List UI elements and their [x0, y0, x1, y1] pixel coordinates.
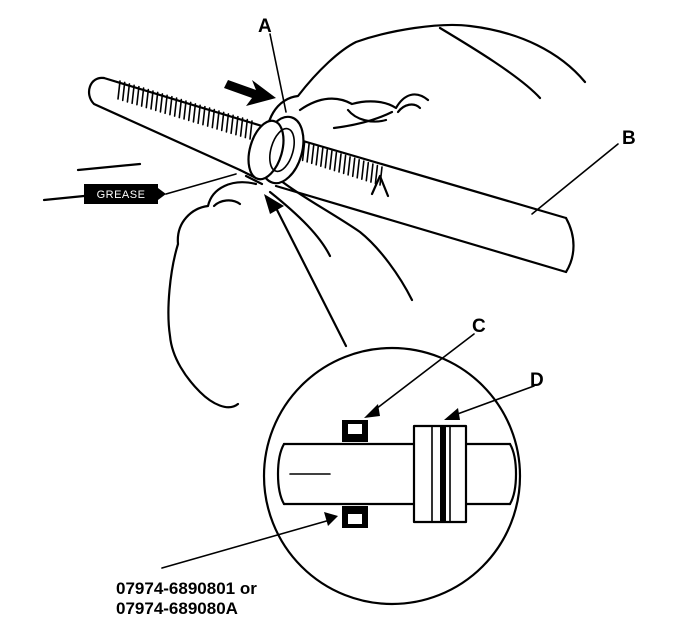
rack-tooth [187, 101, 192, 122]
rack-tooth [150, 90, 154, 110]
rack-tooth [202, 105, 206, 126]
steering-rack [87, 76, 575, 274]
detail-arrow [264, 194, 348, 348]
leader-d [451, 385, 535, 417]
rack-tooth [329, 150, 333, 170]
rack-tooth [164, 94, 168, 115]
rack-tooth [333, 151, 338, 172]
part-number-line-2: 07974-689080A [116, 599, 238, 618]
rack-tooth [121, 81, 126, 102]
rack-tooth [374, 164, 379, 185]
rack-tooth [361, 160, 365, 180]
rack-tooth [117, 80, 121, 100]
rack-tooth [324, 148, 329, 169]
rack-tooth [140, 87, 145, 107]
rack-tooth [239, 117, 244, 137]
rack-tooth [178, 98, 183, 119]
rack-tooth [365, 161, 370, 182]
right-hand [265, 23, 587, 152]
rack-tooth [230, 114, 234, 135]
rack-tooth [235, 115, 239, 136]
rack-tooth [154, 91, 159, 112]
rack-tooth [225, 113, 230, 133]
rack-tooth [370, 163, 374, 183]
rack-tooth [197, 104, 201, 125]
rack-tooth [306, 143, 310, 163]
rack-tooth [159, 93, 164, 113]
rack-tooth [173, 97, 178, 117]
rack-tooth [379, 166, 383, 186]
rack-tooth [211, 108, 216, 129]
rack-tooth [342, 154, 347, 175]
grease-label: GREASE [97, 189, 146, 201]
rack-teeth [117, 80, 383, 186]
rack-tooth [216, 110, 220, 130]
push-arrow [224, 80, 276, 106]
leader-c [371, 333, 475, 413]
label-b: B [622, 128, 636, 149]
rack-tooth [338, 153, 342, 173]
rack-tooth [126, 83, 131, 103]
rack-tooth [192, 103, 197, 123]
rack-tooth [310, 144, 315, 165]
rack-tooth [220, 111, 225, 132]
rack-tooth [136, 85, 140, 106]
rack-tooth [244, 118, 249, 139]
label-a: A [258, 16, 272, 37]
detail-circle [262, 346, 522, 606]
rack-tooth [131, 84, 135, 105]
rack-tooth [249, 120, 253, 140]
ring-d [412, 424, 468, 524]
leader-a [269, 33, 287, 113]
label-c: C [472, 316, 486, 337]
seal-c [342, 420, 368, 528]
rack-tooth [315, 146, 319, 166]
rack-tooth [356, 159, 360, 179]
leader-b [531, 143, 619, 215]
rack-tooth [183, 100, 187, 120]
rack-tooth [351, 157, 356, 178]
rack-tooth [206, 107, 211, 127]
seal-a [244, 115, 305, 186]
rack-tooth [320, 147, 324, 167]
part-number-line-1: 07974-6890801 or [116, 579, 257, 598]
left-hand [167, 178, 414, 409]
rack-tooth [145, 88, 150, 109]
rack-tooth [347, 156, 351, 176]
rack-tooth [169, 95, 173, 116]
label-d: D [530, 370, 544, 391]
leader-part [161, 519, 331, 569]
grease-gun: GREASE [42, 162, 237, 204]
